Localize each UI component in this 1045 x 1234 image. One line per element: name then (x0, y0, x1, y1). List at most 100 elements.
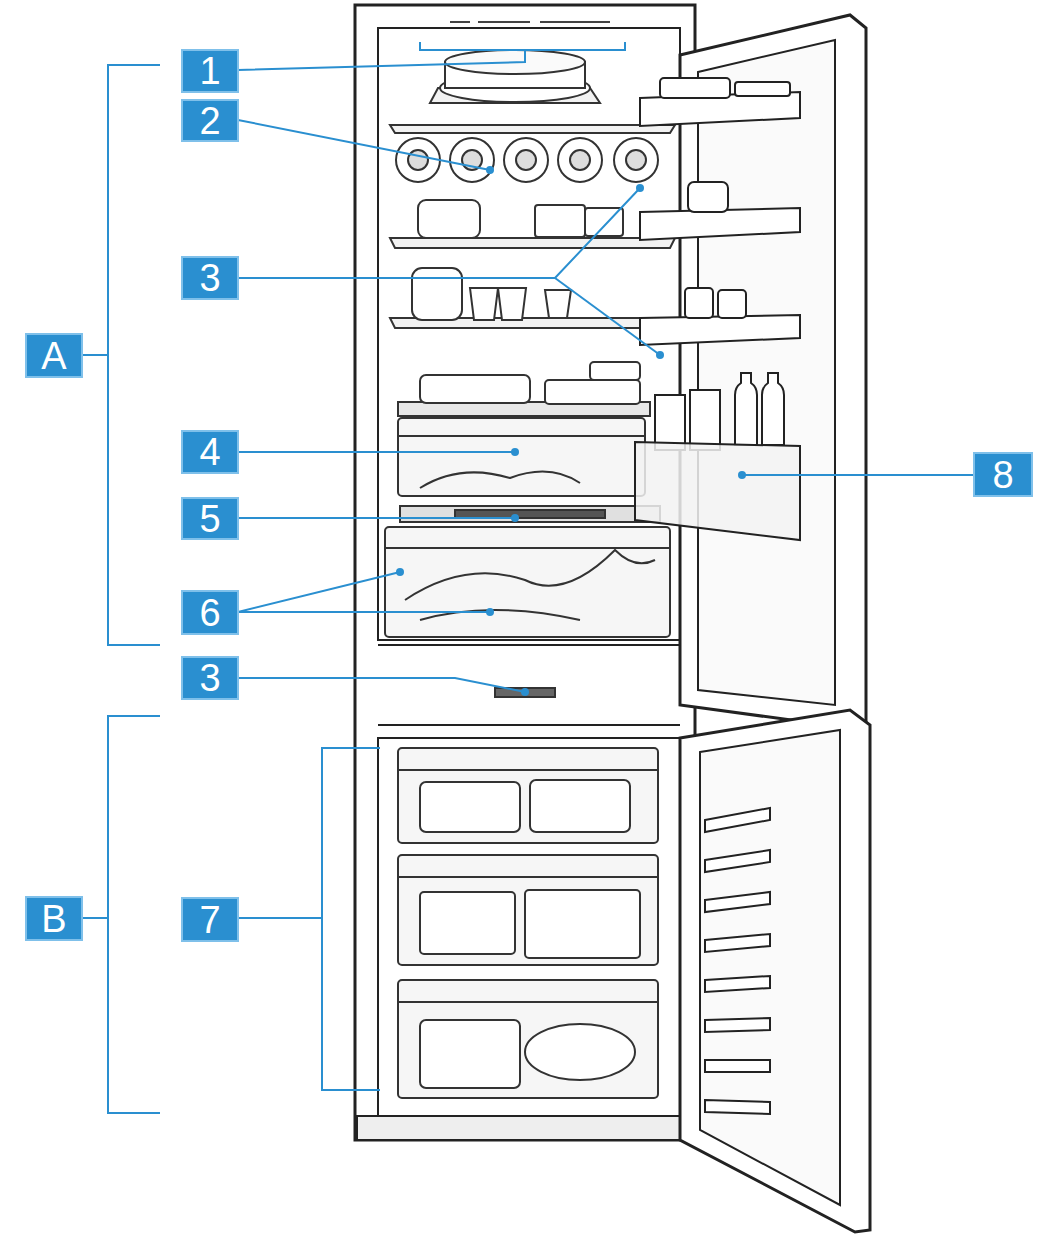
freezer-drawers (530, 780, 630, 832)
freezer-drawers (398, 748, 658, 1098)
fridge-food (470, 288, 498, 320)
fridge-body (357, 1116, 695, 1140)
fridge-shelves (390, 238, 675, 248)
fridge-door (688, 182, 728, 212)
leader-lines (742, 474, 973, 476)
fridge-drawers (400, 506, 660, 522)
fridge-door (735, 82, 790, 96)
fridge-food (418, 200, 480, 238)
fridge-body (378, 738, 680, 1116)
freezer-door (705, 1018, 770, 1032)
callout-number: 5 (181, 497, 239, 540)
leader-dots (396, 568, 404, 576)
fridge-door (635, 15, 866, 728)
fridge-door (690, 390, 720, 450)
fridge-door (762, 373, 784, 445)
wine-rack (558, 138, 602, 182)
freezer-drawers (525, 1024, 635, 1080)
fridge-food (420, 375, 530, 403)
leader-lines (238, 50, 525, 70)
freezer-drawers (398, 855, 658, 965)
freezer-door (705, 934, 770, 952)
leader-dots (396, 166, 746, 696)
freezer-drawers (398, 876, 658, 878)
wine-rack (408, 150, 428, 170)
leader-lines (238, 611, 490, 613)
leader-lines (420, 42, 625, 50)
zone-brackets (83, 65, 160, 1113)
fridge-door (660, 78, 730, 98)
leader-lines (238, 188, 640, 278)
display-strip (540, 21, 610, 23)
display-strip (478, 21, 530, 23)
leader-dots (738, 471, 746, 479)
display-strip (420, 22, 625, 50)
callout-number: 6 (181, 590, 239, 635)
zone-brackets (108, 716, 160, 1113)
fridge-shelves (390, 50, 675, 416)
freezer-door (680, 710, 870, 1232)
leader-lines (322, 748, 380, 1090)
fridge-food (535, 205, 585, 237)
zone-brackets (83, 917, 108, 919)
freezer-drawers (420, 1020, 520, 1088)
leader-dots (511, 448, 519, 456)
fridge-door (635, 442, 800, 540)
freezer-drawers (398, 1001, 658, 1003)
fridge-drawers (398, 418, 645, 496)
callout-number: A (25, 333, 83, 378)
display-strip (450, 21, 470, 23)
freezer-drawers (525, 890, 640, 958)
leader-dots (486, 166, 494, 174)
callout-number: 1 (181, 49, 239, 93)
leader-lines (238, 42, 973, 1090)
fridge-food (545, 290, 571, 318)
fridge-drawers (385, 527, 670, 637)
fridge-door (735, 373, 757, 445)
freezer-door (705, 850, 770, 872)
fridge-food (412, 200, 640, 404)
callout-number: 4 (181, 430, 239, 474)
fridge-door (718, 290, 746, 318)
fridge-body (378, 28, 680, 640)
freezer-door (705, 892, 770, 912)
freezer-drawers (398, 980, 658, 1098)
freezer-drawers (420, 892, 515, 954)
fridge-drawers (405, 550, 655, 600)
zone-brackets (108, 65, 160, 645)
freezer-drawers (398, 748, 658, 843)
fridge-drawers (385, 547, 670, 549)
fridge-door (640, 315, 800, 345)
wine-rack (570, 150, 590, 170)
leader-lines (238, 517, 515, 519)
leader-lines (238, 678, 525, 692)
leader-dots (636, 184, 644, 192)
callout-number: B (25, 896, 83, 941)
leader-dots (511, 514, 519, 522)
callout-number: 2 (181, 99, 239, 142)
fridge-drawers (385, 418, 670, 697)
fridge-food (412, 268, 462, 320)
freezer-door (705, 1060, 770, 1072)
callout-number: 8 (973, 452, 1033, 497)
fridge-drawers (420, 472, 580, 488)
wine-rack (614, 138, 658, 182)
fridge-drawers (495, 688, 555, 697)
fridge-body (355, 5, 695, 1140)
fridge-door (698, 40, 835, 705)
callout-number: 3 (181, 256, 239, 300)
fridge-shelves (390, 125, 675, 133)
leader-dots (521, 688, 529, 696)
freezer-drawers (398, 769, 658, 771)
fridge-door (685, 288, 713, 318)
freezer-door (700, 730, 840, 1205)
fridge-body (378, 644, 680, 646)
fridge-drawers (455, 510, 605, 518)
wine-rack (450, 138, 494, 182)
wine-rack (396, 138, 440, 182)
leader-lines (238, 120, 490, 170)
freezer-door (705, 808, 770, 832)
